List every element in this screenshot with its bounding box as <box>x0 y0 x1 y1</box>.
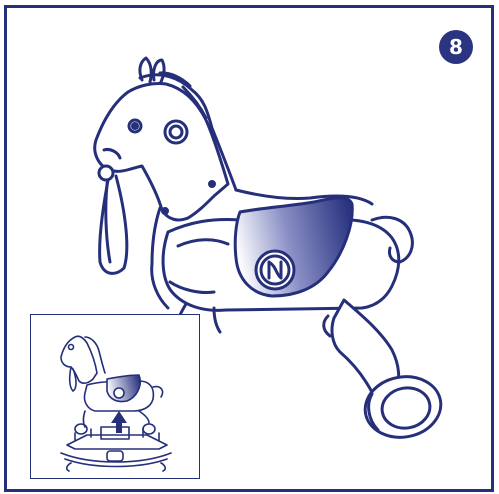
lift-arrow <box>111 411 127 433</box>
rocker-base <box>67 435 167 449</box>
inset-assembly-illustration <box>31 315 199 478</box>
horse-ear <box>140 58 151 82</box>
rein <box>100 170 127 273</box>
inset-detail-panel <box>30 314 200 479</box>
